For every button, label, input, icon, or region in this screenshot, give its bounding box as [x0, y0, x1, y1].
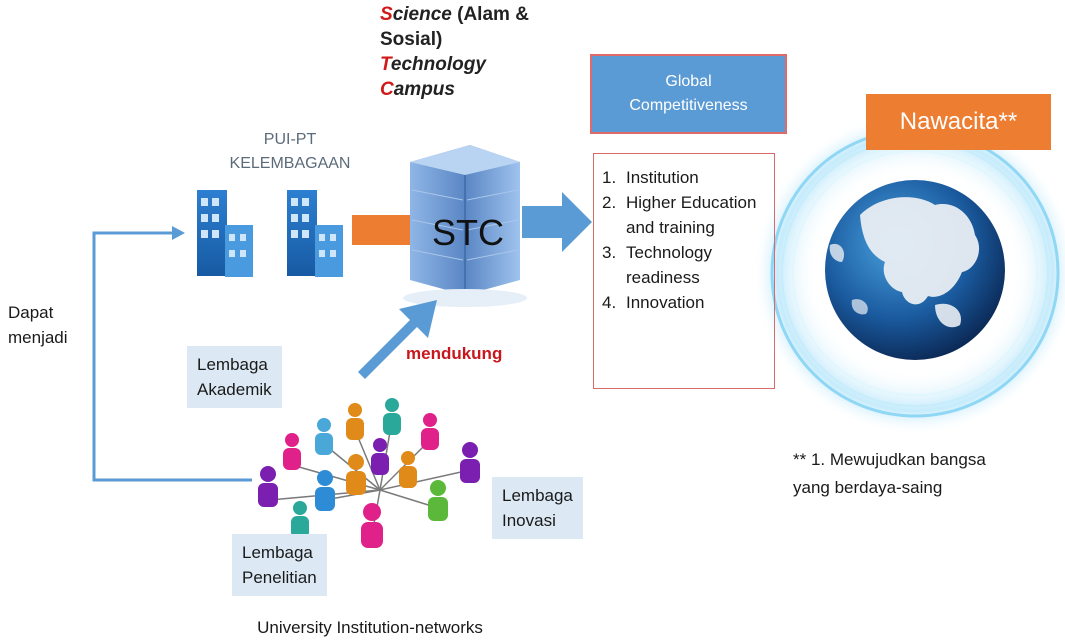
footnote-line1: ** 1. Mewujudkan bangsa	[793, 450, 986, 469]
dapat-menjadi-line2: menjadi	[8, 328, 68, 347]
stc-letter-c: C	[380, 79, 394, 100]
global-box-line2: Competitiveness	[629, 97, 748, 114]
pillar-number: 3.	[602, 243, 617, 262]
dapat-menjadi-connector	[92, 226, 252, 482]
globe-icon	[825, 180, 1005, 360]
footnote: ** 1. Mewujudkan bangsa yang berdaya-sai…	[793, 446, 986, 502]
pui-label-line2: KELEMBAGAAN	[229, 155, 351, 172]
global-box-line1: Global	[665, 73, 712, 90]
network-caption: University Institution-networks	[257, 618, 483, 637]
footnote-line2: yang berdaya-saing	[793, 478, 943, 497]
pui-label-line1: PUI-PT	[263, 131, 317, 148]
pillar-text: Technology readiness	[626, 243, 713, 287]
lembaga-inovasi-line1: Lembaga	[502, 486, 573, 505]
pillar-number: 1.	[602, 168, 617, 187]
stc-label: STC	[432, 212, 504, 253]
dapat-menjadi-label: Dapat menjadi	[8, 300, 68, 350]
lembaga-penelitian-line1: Lembaga	[242, 543, 313, 562]
stc-tower-icon	[403, 145, 527, 307]
nawacita-box: Nawacita**	[866, 94, 1051, 150]
lembaga-penelitian-label: Lembaga Penelitian	[232, 534, 327, 596]
pui-buildings-icon	[197, 190, 343, 277]
stc-expansion-title: Science (Alam & Sosial) Technology Campu…	[380, 2, 529, 102]
stc-word-technology: echnology	[390, 54, 486, 75]
lembaga-akademik-line2: Akademik	[197, 380, 272, 399]
pillar-number: 4.	[602, 293, 617, 312]
pillar-text: Innovation	[626, 293, 705, 312]
lembaga-penelitian-line2: Penelitian	[242, 568, 317, 587]
pillars-list: 1. Institution 2. Higher Education and t…	[593, 153, 775, 389]
stc-word-campus: ampus	[393, 79, 455, 100]
global-competitiveness-box: Global Competitiveness	[590, 54, 787, 134]
mendukung-label: mendukung	[406, 344, 503, 363]
stc-word-science: cience	[392, 4, 452, 25]
pillar-text: Institution	[626, 168, 699, 187]
lembaga-akademik-line1: Lembaga	[197, 355, 268, 374]
pillar-item: 4. Innovation	[602, 290, 774, 315]
pillar-item: 1. Institution	[602, 165, 774, 190]
dapat-menjadi-line1: Dapat	[8, 303, 54, 322]
blue-arrow-right-icon	[522, 192, 592, 252]
people-network-icon	[258, 398, 480, 548]
pillar-item: 3. Technology readiness	[602, 240, 774, 290]
stc-letter-t: T	[380, 54, 391, 75]
pillar-text: Higher Education and training	[626, 193, 757, 237]
lembaga-inovasi-line2: Inovasi	[502, 511, 556, 530]
stc-letter-s: S	[380, 4, 393, 25]
stc-science-note-2: Sosial)	[380, 29, 443, 50]
lembaga-akademik-label: Lembaga Akademik	[187, 346, 282, 408]
pillar-number: 2.	[602, 193, 617, 212]
stc-science-note: (Alam &	[451, 4, 529, 25]
blue-arrow-up-icon	[358, 300, 437, 379]
pui-label: PUI-PT KELEMBAGAAN	[190, 128, 390, 176]
lembaga-inovasi-label: Lembaga Inovasi	[492, 477, 583, 539]
pillar-item: 2. Higher Education and training	[602, 190, 774, 240]
